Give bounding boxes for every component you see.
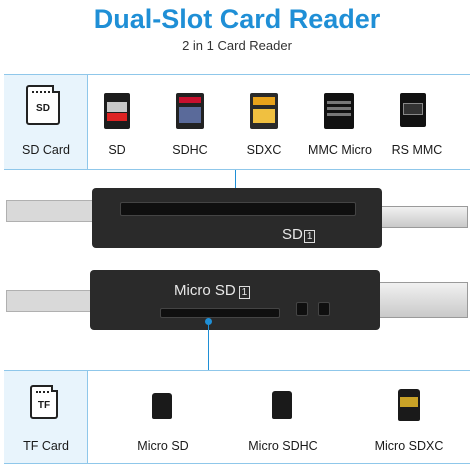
sdxc-card-image (250, 93, 278, 129)
sd-label: SD (108, 143, 126, 157)
micro-card-panel: TF TF Card Micro SD Micro SDHC Micro SDX… (4, 370, 470, 464)
tf-card-label: TF Card (23, 439, 69, 453)
page-title: Dual-Slot Card Reader (93, 4, 381, 34)
sd-card-slot (120, 202, 356, 216)
sdhc-card-image (176, 93, 204, 129)
top-reader-cable (6, 200, 98, 222)
mmc-micro-card-image (324, 93, 354, 129)
micro-sdxc-label: Micro SDXC (374, 439, 444, 453)
sd-icon-text: SD (36, 103, 50, 114)
card-pins-icon (36, 391, 49, 397)
full-size-card-panel: SD SD Card SD SDHC SDXC MMC Micro RS MMC (4, 74, 470, 170)
page-subtitle: 2 in 1 Card Reader (182, 38, 292, 53)
connector-line-bottom (208, 322, 209, 370)
lock-icon: 1 (303, 230, 316, 243)
top-reader-usb-plug (378, 206, 468, 228)
rs-mmc-label: RS MMC (391, 143, 443, 157)
usb-port-detail (296, 302, 308, 316)
tf-icon-text: TF (37, 400, 51, 411)
tf-card-icon-area: TF TF Card (4, 371, 88, 463)
micro-sdhc-card-image (272, 391, 292, 419)
tf-card-outline-icon: TF (30, 385, 58, 419)
sd-card-label: SD Card (22, 143, 70, 157)
lock-icon: 1 (238, 286, 251, 299)
usb-port-detail (318, 302, 330, 316)
micro-sd-label: Micro SD (137, 439, 189, 453)
micro-sdhc-label: Micro SDHC (248, 439, 318, 453)
sdxc-label: SDXC (246, 143, 282, 157)
sd-card-outline-icon: SD (26, 85, 60, 125)
mmc-micro-label: MMC Micro (308, 143, 372, 157)
micro-sd-card-image (152, 393, 172, 419)
sd-card-image (104, 93, 130, 129)
bottom-reader-usb-plug (374, 282, 468, 318)
rs-mmc-card-image (400, 93, 426, 127)
sd-card-icon-area: SD SD Card (4, 75, 88, 169)
micro-sdxc-card-image (398, 389, 420, 421)
micro-sd-card-slot (160, 308, 280, 318)
bottom-reader-cable (6, 290, 98, 312)
sdhc-label: SDHC (172, 143, 208, 157)
connector-dot-bottom (205, 318, 212, 325)
card-pins-icon (32, 91, 50, 97)
